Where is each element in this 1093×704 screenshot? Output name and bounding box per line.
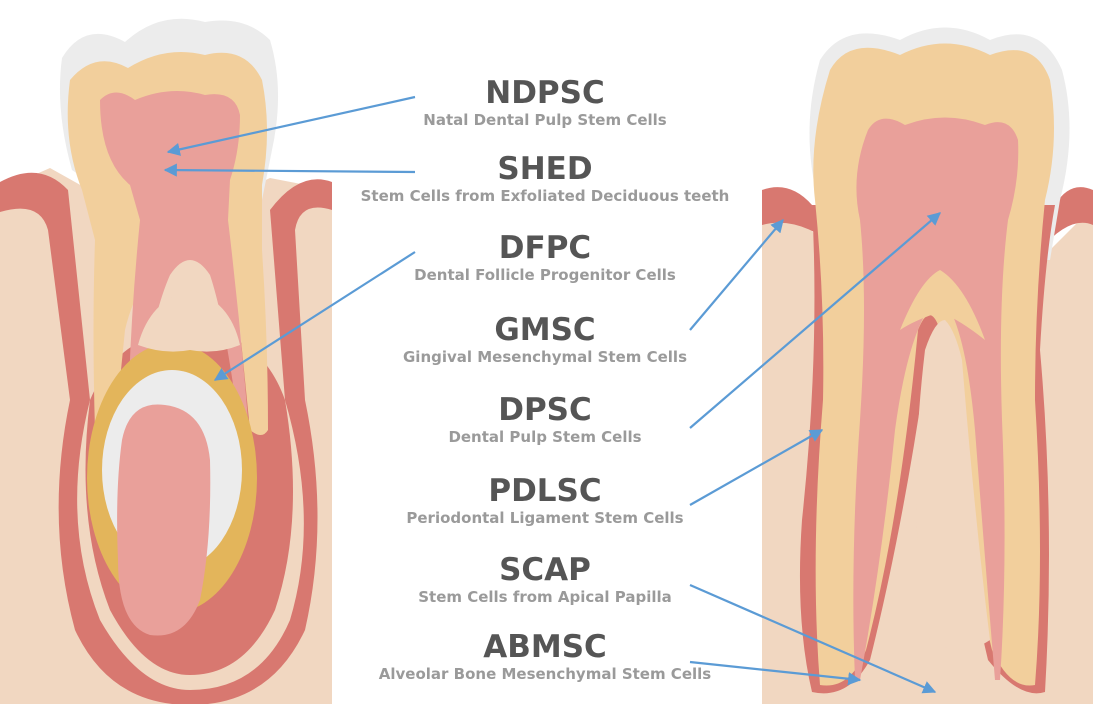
label-full-name: Natal Dental Pulp Stem Cells bbox=[330, 110, 760, 130]
permanent-molar-illustration bbox=[762, 28, 1093, 704]
label-abbreviation: ABMSC bbox=[330, 630, 760, 664]
label-full-name: Gingival Mesenchymal Stem Cells bbox=[330, 347, 760, 367]
label-abbreviation: GMSC bbox=[330, 313, 760, 347]
label-full-name: Periodontal Ligament Stem Cells bbox=[330, 508, 760, 528]
label-abbreviation: PDLSC bbox=[330, 474, 760, 508]
label-abbreviation: DFPC bbox=[330, 231, 760, 265]
label-dfpc: DFPC Dental Follicle Progenitor Cells bbox=[330, 231, 760, 285]
label-abbreviation: SHED bbox=[330, 152, 760, 186]
label-ndpsc: NDPSC Natal Dental Pulp Stem Cells bbox=[330, 76, 760, 130]
label-abbreviation: DPSC bbox=[330, 393, 760, 427]
label-pdlsc: PDLSC Periodontal Ligament Stem Cells bbox=[330, 474, 760, 528]
label-full-name: Stem Cells from Apical Papilla bbox=[330, 587, 760, 607]
left-developing-papilla bbox=[117, 404, 210, 635]
label-full-name: Dental Pulp Stem Cells bbox=[330, 427, 760, 447]
label-full-name: Stem Cells from Exfoliated Deciduous tee… bbox=[330, 186, 760, 206]
label-scap: SCAP Stem Cells from Apical Papilla bbox=[330, 553, 760, 607]
deciduous-tooth-illustration bbox=[0, 19, 332, 704]
label-full-name: Dental Follicle Progenitor Cells bbox=[330, 265, 760, 285]
label-dpsc: DPSC Dental Pulp Stem Cells bbox=[330, 393, 760, 447]
label-abbreviation: NDPSC bbox=[330, 76, 760, 110]
label-shed: SHED Stem Cells from Exfoliated Deciduou… bbox=[330, 152, 760, 206]
label-abmsc: ABMSC Alveolar Bone Mesenchymal Stem Cel… bbox=[330, 630, 760, 684]
label-gmsc: GMSC Gingival Mesenchymal Stem Cells bbox=[330, 313, 760, 367]
label-full-name: Alveolar Bone Mesenchymal Stem Cells bbox=[330, 664, 760, 684]
label-abbreviation: SCAP bbox=[330, 553, 760, 587]
